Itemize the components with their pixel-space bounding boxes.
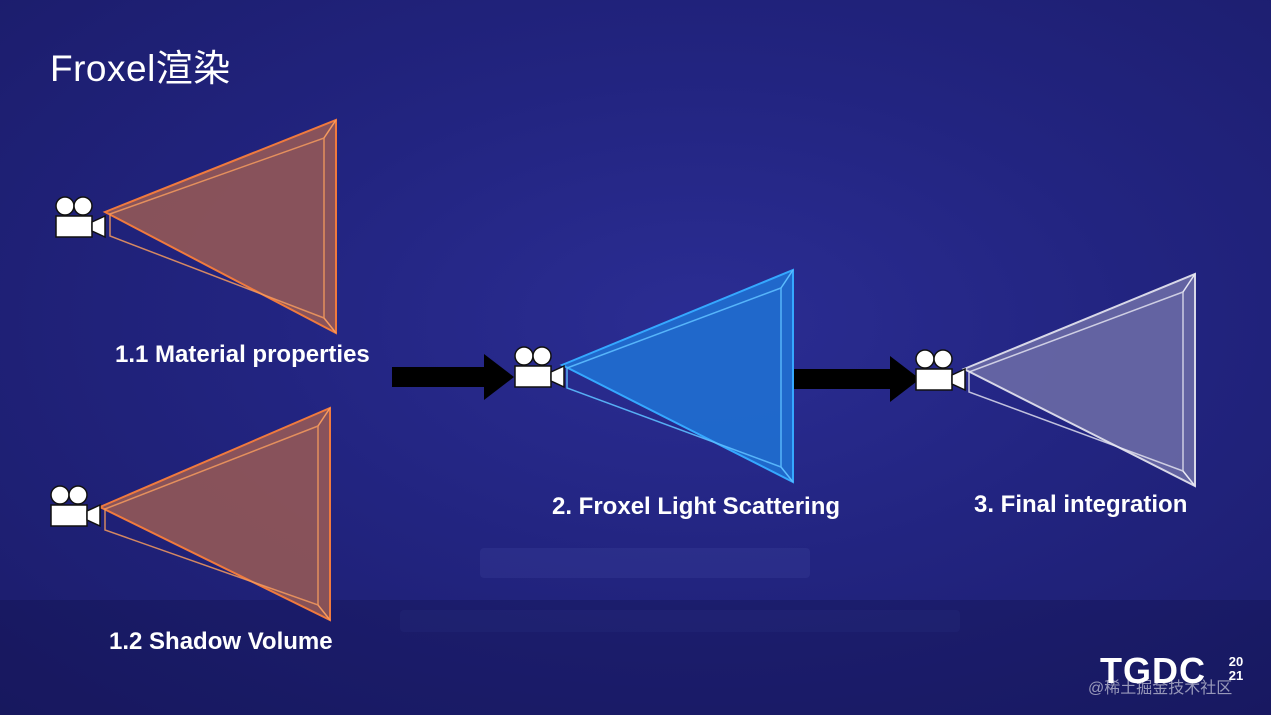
video-camera-icon [915,349,966,391]
shadow-frustum [97,406,331,622]
label-final-integration: 3. Final integration [974,491,1188,518]
integration-frustum [961,272,1196,488]
page-title: Froxel渲染 [50,48,231,89]
background-stage-shape [480,548,810,578]
scattering-frustum [559,268,794,484]
tgdc-logo: TGDC [1100,650,1206,691]
label-material-properties: 1.1 Material properties [115,341,370,368]
background-stage-shape [0,600,1271,715]
label-shadow-volume: 1.2 Shadow Volume [109,628,333,655]
video-camera-icon [50,485,101,527]
label-froxel-light-scattering: 2. Froxel Light Scattering [552,493,841,520]
video-camera-icon [514,346,565,388]
watermark: @稀土掘金技术社区 [1088,680,1233,697]
material-frustum [102,118,337,335]
arrow-right-icon [794,356,920,402]
background-stage-shape [400,610,960,632]
tgdc-logo-year: 20 21 [1228,654,1244,683]
video-camera-icon [55,196,106,238]
arrow-right-icon [392,354,514,400]
